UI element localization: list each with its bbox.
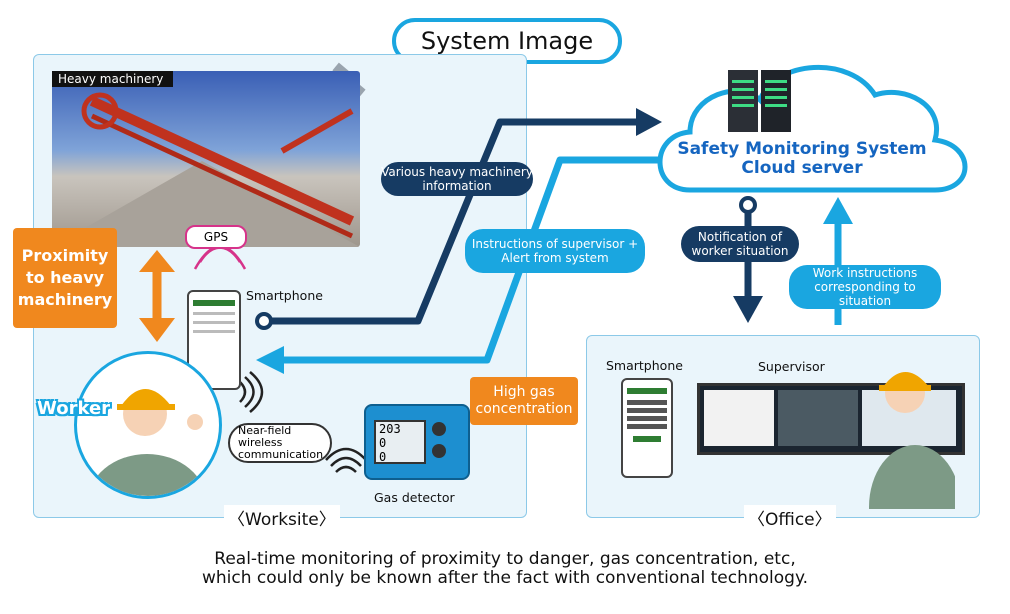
supervisor-figure bbox=[845, 357, 961, 569]
caption: Real-time monitoring of proximity to dan… bbox=[0, 550, 1010, 588]
office-smartphone bbox=[621, 378, 673, 478]
phone-screen-line bbox=[193, 312, 235, 315]
phone-screen-grid bbox=[627, 400, 667, 430]
gps-badge: GPS bbox=[185, 225, 247, 249]
page-title: System Image bbox=[420, 27, 594, 55]
smartphone-office-label: Smartphone bbox=[606, 358, 683, 373]
heavy-machinery-label: Heavy machinery bbox=[52, 71, 174, 87]
detector-button-icon bbox=[432, 422, 446, 436]
phone-screen-header bbox=[627, 388, 667, 394]
bubble-instructions: Instructions of supervisor + Alert from … bbox=[465, 229, 645, 273]
cloud-title-line2: Cloud server bbox=[741, 158, 863, 178]
cloud-title: Safety Monitoring System Cloud server bbox=[672, 140, 932, 178]
high-gas-box: High gas concentration bbox=[470, 377, 578, 425]
bubble-notification: Notification of worker situation bbox=[681, 226, 799, 262]
worker-illustration bbox=[87, 389, 207, 496]
monitor-panel bbox=[704, 390, 774, 446]
phone-screen-button bbox=[633, 436, 661, 442]
worksite-label: 〈Worksite〉 bbox=[224, 505, 340, 530]
machinery-illustration bbox=[52, 92, 360, 247]
caption-line1: Real-time monitoring of proximity to dan… bbox=[214, 549, 796, 569]
bubble-various-info: Various heavy machinery information bbox=[381, 162, 533, 196]
dark-arrow-to-cloud bbox=[255, 108, 662, 330]
gas-detector-device: 203 0 0 bbox=[364, 404, 470, 480]
phone-screen-line bbox=[193, 330, 235, 333]
supervisor-illustration bbox=[869, 372, 961, 569]
caption-line2: which could only be known after the fact… bbox=[202, 568, 808, 588]
gas-detector-label: Gas detector bbox=[374, 490, 455, 505]
office-label: 〈Office〉 bbox=[744, 505, 836, 530]
server-rack-icon bbox=[728, 70, 791, 132]
cloud-title-line1: Safety Monitoring System bbox=[677, 139, 927, 159]
proximity-double-arrow bbox=[139, 250, 175, 342]
gas-reading-top: 203 bbox=[379, 422, 401, 436]
proximity-box: Proximity to heavy machinery bbox=[13, 228, 117, 328]
smartphone-worksite-label: Smartphone bbox=[246, 288, 323, 303]
gas-detector-screen: 203 0 0 bbox=[374, 420, 426, 464]
bubble-work-instructions: Work instructions corresponding to situa… bbox=[789, 265, 941, 309]
phone-screen-line bbox=[193, 321, 235, 324]
monitor-map bbox=[778, 390, 858, 446]
phone-screen-header bbox=[193, 300, 235, 306]
worker-avatar bbox=[74, 351, 222, 499]
gas-reading-mid: 0 bbox=[379, 436, 387, 450]
worker-label: Worker bbox=[37, 398, 111, 419]
nfc-label: Near-field wireless communication bbox=[228, 423, 332, 463]
supervisor-label: Supervisor bbox=[758, 359, 825, 374]
gas-reading-bot: 0 bbox=[379, 450, 387, 464]
detector-button-icon bbox=[432, 444, 446, 458]
heavy-machinery-photo bbox=[52, 71, 360, 247]
